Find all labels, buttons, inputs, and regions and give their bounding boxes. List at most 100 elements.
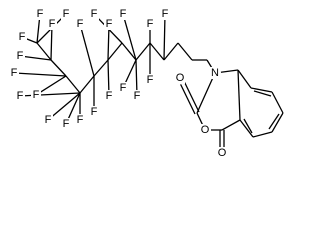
cf-bond-f-c1-bottomleft (51, 92, 81, 118)
fluorine-f-c9-bottom-background (145, 74, 155, 86)
oxygen-atom-carbonyl-c2-symbol: O (176, 72, 185, 84)
chain-bond-c11-c12 (177, 42, 193, 61)
aromatic-double-bond-c6-c5 (268, 113, 280, 130)
fluorine-f-c8-bottomright-background (132, 90, 142, 102)
fluorine-f-c1-bottom-symbol: F (63, 118, 70, 130)
nitrogen-atom-n1-symbol: N (211, 67, 219, 79)
fluorine-f-c9-bottom: F (145, 74, 155, 86)
cf-bond-f-c2-bottom (39, 75, 67, 93)
ring-bond-c5-c4a (252, 131, 273, 138)
fluorine-f-c1-bottomleft-background (43, 114, 53, 126)
fluorine-f-c2-left-background (9, 67, 19, 79)
ring-bond-o3-c2 (196, 112, 204, 125)
chain-bond-c5-c6 (93, 59, 109, 77)
fluorine-f-c2-left-symbol: F (11, 67, 18, 79)
oxygen-atom-carbonyl-c2: O (175, 72, 185, 84)
fluorine-f-c4-left-symbol: F (19, 31, 26, 43)
fluorine-f-c4-left-background (17, 31, 27, 43)
fluorine-f-c9-top-background (145, 18, 155, 30)
ring-bond-c4a-c4 (239, 119, 254, 138)
oxygen-atom-carbonyl-c4-symbol: O (218, 147, 227, 159)
oxygen-atom-ring-o3-symbol: O (201, 124, 210, 136)
ring-bond-n-c8a (220, 69, 239, 73)
ring-bond-c6-c5 (271, 112, 284, 133)
cf-bond-f-c7-top (97, 17, 123, 44)
chain-bond-c13-n (206, 59, 213, 69)
fluorine-f-c5-bottom: F (89, 106, 99, 118)
fluorine-f-c10-top: F (160, 8, 170, 20)
ring-bond-c2-n1 (196, 78, 214, 114)
oxygen-atom-carbonyl-c4: O (217, 147, 227, 159)
fluorine-f-c6-bottom-symbol: F (106, 90, 113, 102)
cf-bond-f-c4-topleft (36, 18, 41, 44)
nitrogen-atom-n1: N (210, 67, 220, 79)
cf-bond-f-c6-top (107, 28, 110, 61)
ring-bond-c8a-c8 (237, 69, 252, 89)
chain-bond-c6-c7 (107, 42, 123, 61)
chain-bond-c4-c3 (36, 42, 52, 61)
fluorine-f-c4-top-background (61, 8, 71, 20)
fluorine-f-c4-topleft-background (35, 8, 45, 20)
fluorine-f-c7-top-symbol: F (91, 8, 98, 20)
oxygen-atom-carbonyl-c4-background (217, 147, 227, 159)
fluorine-f-c1-bottom: F (61, 118, 71, 130)
chain-bond-c9-c10 (149, 42, 165, 61)
chain-bond-c2-c1 (65, 75, 81, 94)
fluorine-f-c3-top-background (47, 18, 57, 30)
fluorine-f-c2-bottom-background (31, 89, 41, 101)
fluorine-f-c1-left-symbol: F (17, 90, 24, 102)
fluorine-f-c3-left-background (15, 50, 25, 62)
fluorine-f-c1-left: F (15, 90, 25, 102)
cf-bond-f-c4-top (36, 17, 63, 44)
bond-layer (18, 17, 284, 147)
aromatic-double-bond-c4a-c4 (243, 118, 253, 134)
fluorine-f-c10-top-symbol: F (162, 8, 169, 20)
fluorine-f-c7-top-background (89, 8, 99, 20)
fluorine-f-c1-bottomright-symbol: F (77, 114, 84, 126)
carbonyl-bond-c2-o-second (184, 82, 200, 113)
fluorine-f-c2-bottom-symbol: F (33, 89, 40, 101)
fluorine-f-c1-bottom-background (61, 118, 71, 130)
fluorine-f-c10-top-background (160, 8, 170, 20)
cf-bond-f-c10-top (163, 18, 166, 61)
fluorine-f-c5-bottom-background (89, 106, 99, 118)
fluorine-f-c7-top: F (89, 8, 99, 20)
fluorine-f-c1-bottomright: F (75, 114, 85, 126)
fluorine-f-c5-top-symbol: F (77, 18, 84, 30)
fluorine-f-c9-top-symbol: F (147, 18, 154, 30)
fluorine-f-c8-bottomright-symbol: F (134, 90, 141, 102)
cf-bond-f-c3-left (24, 55, 52, 61)
ring-bond-c8-c7 (250, 87, 273, 93)
fluorine-f-c5-top: F (75, 18, 85, 30)
chain-bond-c1-c5 (79, 75, 95, 94)
fluorine-f-c4-topleft: F (35, 8, 45, 20)
chain-bond-c10-c11 (163, 42, 179, 61)
fluorine-f-c3-top: F (47, 18, 57, 30)
fluorine-f-c6-top-symbol: F (106, 18, 113, 30)
fluorine-f-c8-top-symbol: F (120, 8, 127, 20)
cf-bond-f-c8-bottom (124, 59, 137, 84)
fluorine-f-c2-bottom: F (31, 89, 41, 101)
fluorine-f-c6-bottom-background (104, 90, 114, 102)
fluorine-f-c6-top: F (104, 18, 114, 30)
cf-bond-f-c3-top (50, 28, 53, 61)
fluorine-f-c4-left: F (17, 31, 27, 43)
fluorine-f-c4-top-symbol: F (63, 8, 70, 20)
cf-bond-f-c1-bottom (67, 92, 81, 120)
fluorine-f-c8-top-background (118, 8, 128, 20)
ring-bond-c4-c8a (237, 69, 241, 121)
nitrogen-atom-n1-background (210, 67, 220, 79)
fluorine-f-c8-bottom: F (118, 82, 128, 94)
fluorine-f-c5-top-background (75, 18, 85, 30)
fluorine-f-c8-bottomright: F (132, 90, 142, 102)
fluorine-f-c1-bottomleft: F (43, 114, 53, 126)
ring-bond-c4a-carbonyl-c4 (221, 119, 241, 131)
fluorine-f-c8-bottom-background (118, 82, 128, 94)
cf-bond-f-c8-top (123, 18, 137, 61)
fluorine-f-c9-bottom-symbol: F (147, 74, 154, 86)
cf-bond-f-c5-top (80, 28, 95, 77)
fluorine-f-c1-bottomright-background (75, 114, 85, 126)
